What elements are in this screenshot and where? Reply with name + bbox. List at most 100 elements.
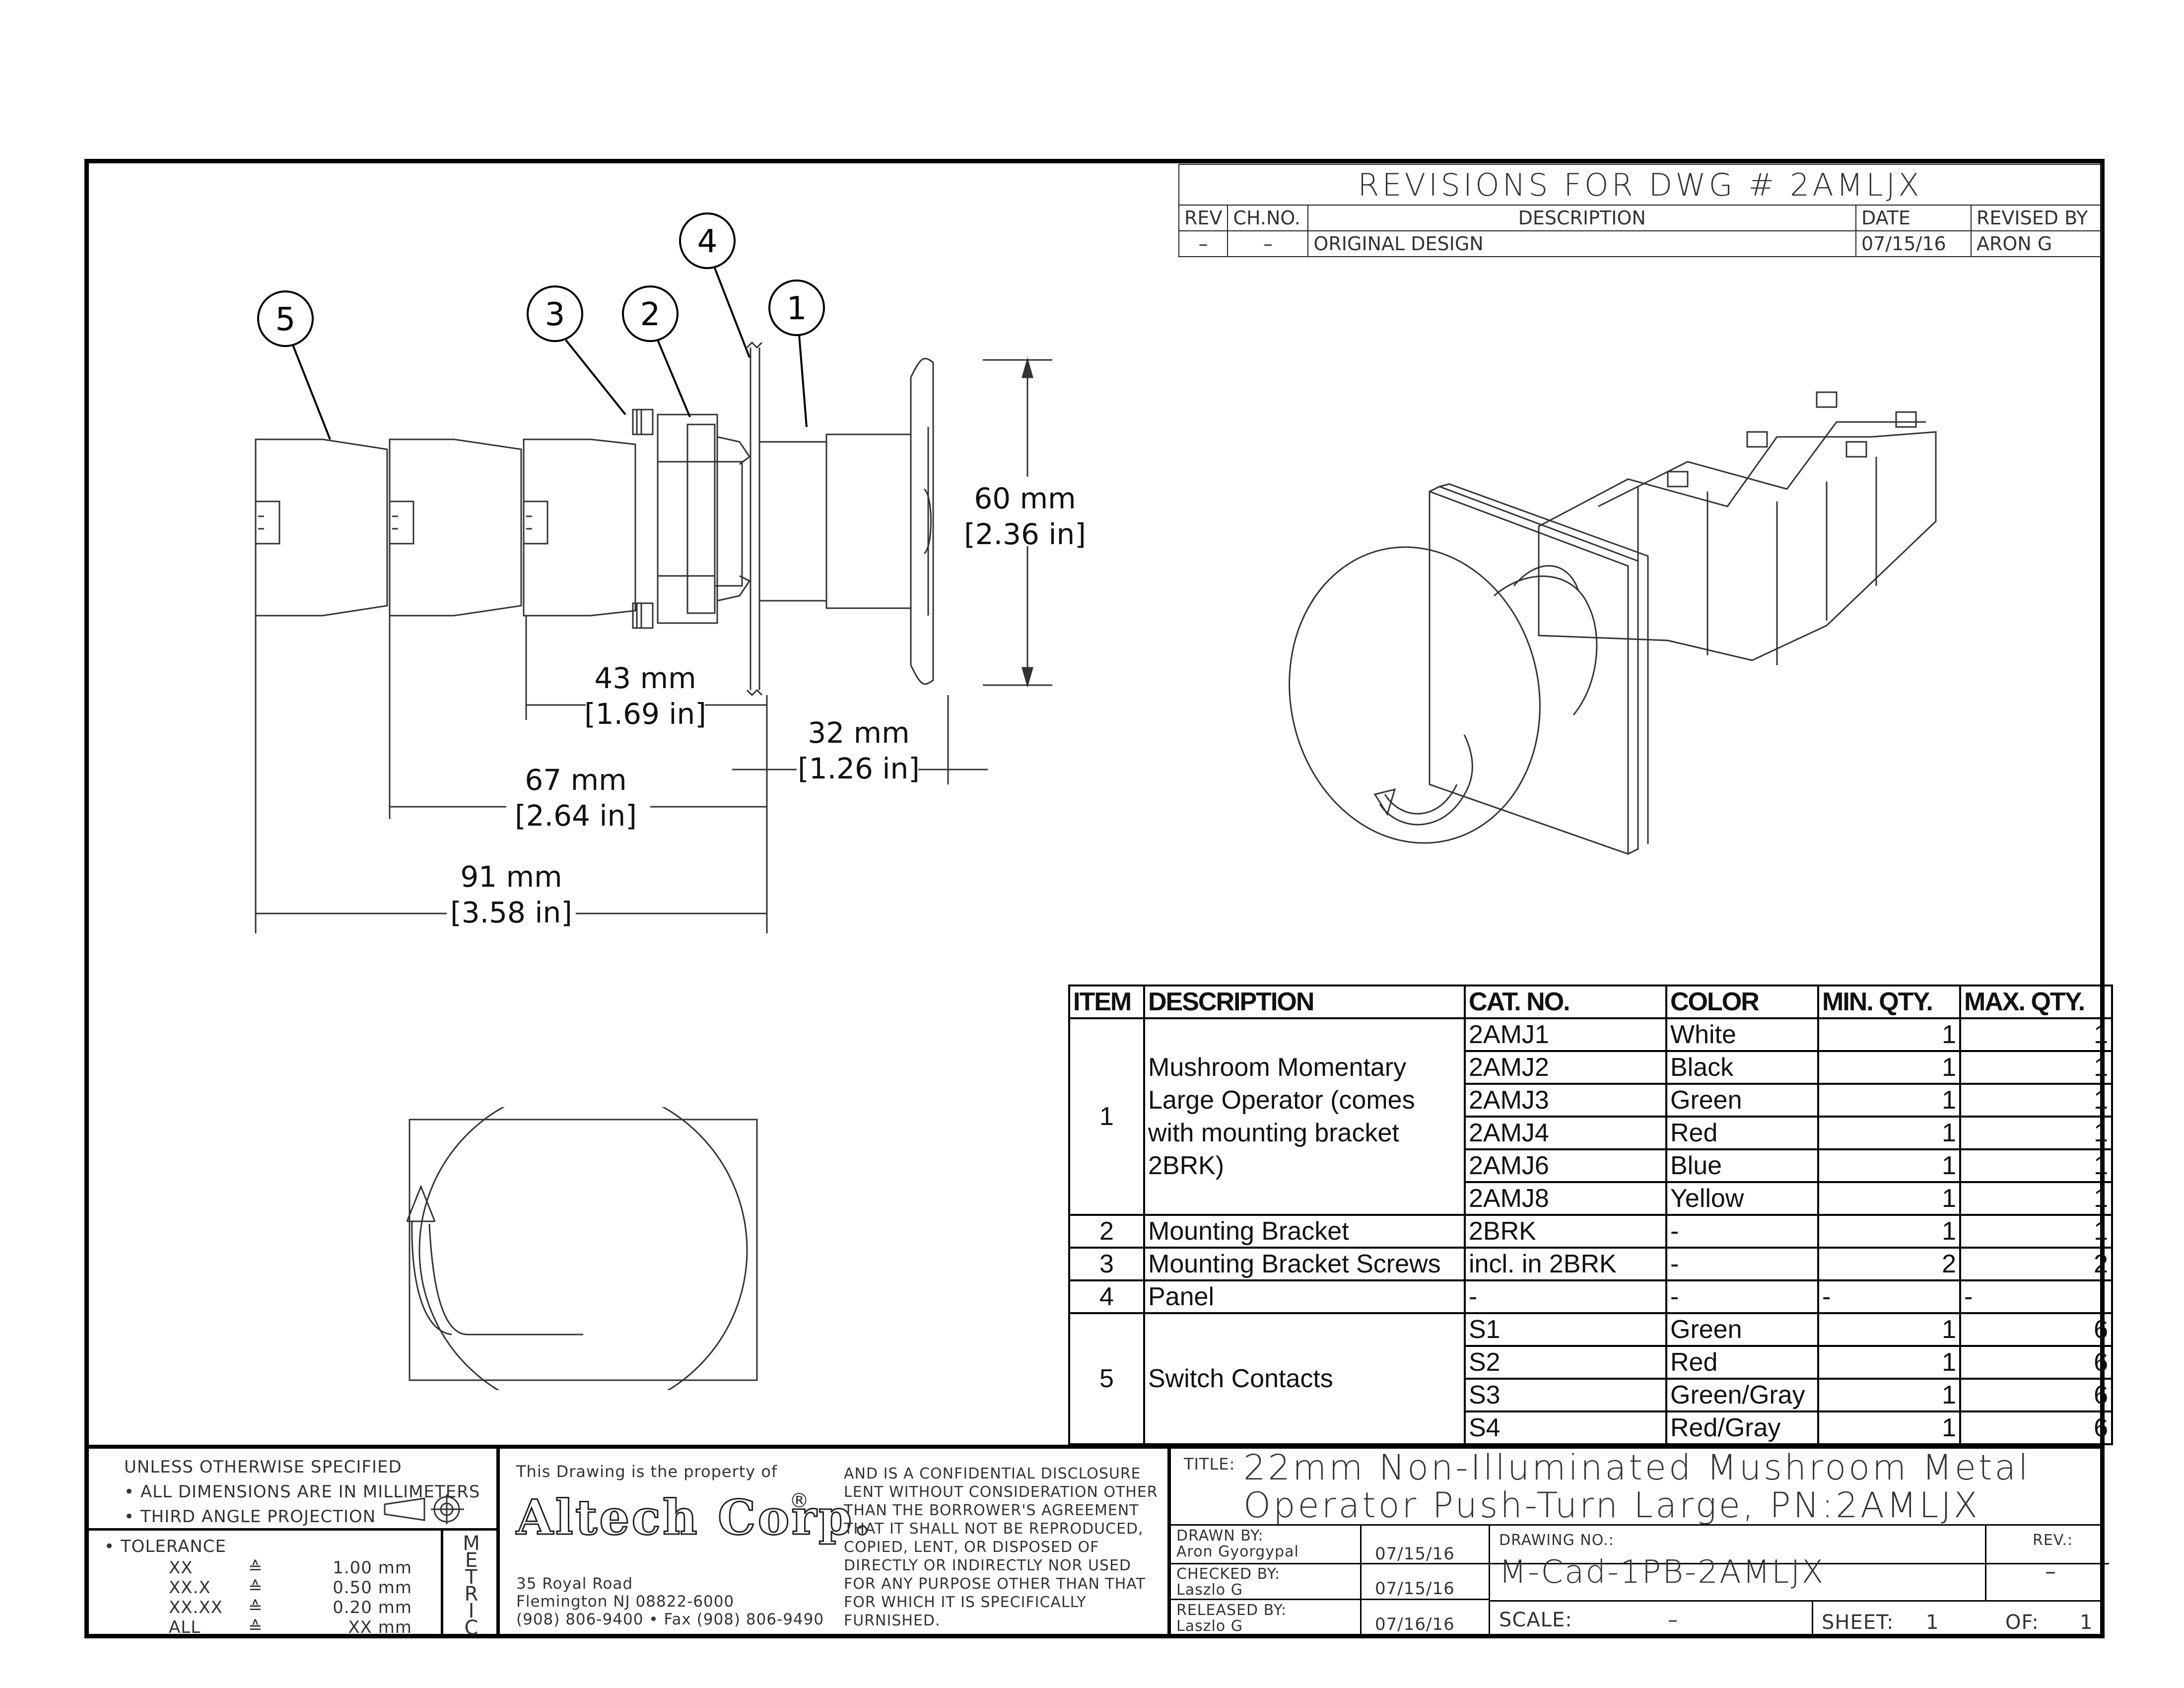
min-qty-cell: 1 <box>1817 1083 1961 1118</box>
rev-cell: – <box>1178 230 1228 257</box>
notice-line: FURNISHED. <box>844 1612 941 1629</box>
bom-item-1-desc-line: Mushroom Momentary <box>1148 1053 1407 1082</box>
color-cell: Red/Gray <box>1665 1410 1819 1445</box>
max-qty-cell: 1 <box>1959 1017 2113 1052</box>
tolerance-symbol: ≙ <box>248 1618 263 1637</box>
min-qty-cell: 1 <box>1817 1116 1961 1150</box>
chno-cell: – <box>1227 230 1309 257</box>
dim-43mm-imperial: [1.69 in] <box>584 697 706 731</box>
table-row: 3 Mounting Bracket Screws incl. in 2BRK … <box>1068 1247 2113 1281</box>
spec-notes: UNLESS OTHERWISE SPECIFIED • ALL DIMENSI… <box>124 1455 480 1529</box>
released-by-label: RELEASED BY: <box>1176 1602 1287 1619</box>
min-qty-cell: 1 <box>1817 1181 1961 1216</box>
drawn-date: 07/15/16 <box>1375 1544 1455 1564</box>
description-cell: ORIGINAL DESIGN <box>1307 230 1856 257</box>
metric-letter: T <box>465 1566 478 1589</box>
chno-header: CH.NO. <box>1227 205 1309 231</box>
title-block-divider <box>1489 1526 1490 1638</box>
dim-67mm-metric: 67 mm <box>525 763 627 797</box>
title-block-divider <box>1171 1563 2109 1564</box>
max-qty-cell: 1 <box>1959 1083 2113 1118</box>
notice-line: THAT IT SHALL NOT BE REPRODUCED, <box>844 1520 1144 1538</box>
max-qty-cell: 2 <box>1959 1247 2113 1281</box>
of-label: OF: <box>2005 1611 2039 1634</box>
sheet-value: 1 <box>1926 1611 1939 1634</box>
tolerance-precision: XX.XX <box>169 1598 223 1618</box>
spec-line: UNLESS OTHERWISE SPECIFIED <box>124 1457 402 1477</box>
contact-block-3 <box>523 438 636 617</box>
notice-line: DIRECTLY OR INDIRECTLY NOR USED <box>844 1557 1131 1574</box>
rev-header: REV <box>1178 205 1228 231</box>
bom-header-color: COLOR <box>1665 985 1819 1019</box>
tolerance-value: 0.50 mm <box>333 1578 412 1598</box>
table-row: 1 Mushroom Momentary Large Operator (com… <box>1068 1017 2113 1216</box>
title-block-divider <box>1171 1599 1489 1600</box>
table-row: 2AMJ4 Red 1 1 <box>1069 1116 2113 1150</box>
drawn-by-name: Aron Gyorgypal <box>1176 1543 1299 1560</box>
cat-no-cell: 2AMJ4 <box>1464 1116 1667 1150</box>
checked-by-label: CHECKED BY: <box>1176 1565 1281 1583</box>
front-view-drawing <box>406 1107 758 1390</box>
min-qty-cell: 1 <box>1817 1410 1961 1445</box>
notice-line: THAN THE BORROWER'S AGREEMENT <box>844 1502 1139 1519</box>
max-qty-cell: 6 <box>1959 1345 2113 1380</box>
bom-item-1: 1 <box>1068 1017 1145 1216</box>
dim-43mm: 43 mm [1.69 in] <box>581 660 710 732</box>
bom-item-1-desc-line: 2BRK) <box>1148 1151 1225 1180</box>
table-row: 2AMJ6 Blue 1 1 <box>1069 1148 2113 1183</box>
address-line: Flemington NJ 08822-6000 <box>516 1593 735 1611</box>
metric-letter: R <box>464 1583 479 1606</box>
max-qty-cell: 1 <box>1959 1181 2113 1216</box>
table-row: 5 Switch Contacts S1 Green 1 6 <box>1068 1312 2113 1445</box>
sheet-label: SHEET: <box>1822 1611 1894 1634</box>
bom-header-min-qty: MIN. QTY. <box>1817 985 1961 1019</box>
max-qty-cell: 1 <box>1959 1148 2113 1183</box>
metric-letter: I <box>468 1600 475 1622</box>
table-row: 2 Mounting Bracket 2BRK - 1 1 <box>1068 1214 2113 1249</box>
table-row: 2AMJ3 Green 1 1 <box>1069 1083 2113 1118</box>
tolerance-value: 1.00 mm <box>333 1558 412 1578</box>
dim-32mm-imperial: [1.26 in] <box>798 752 920 785</box>
color-cell: Yellow <box>1665 1181 1819 1216</box>
color-cell: - <box>1665 1247 1819 1281</box>
title-label: TITLE: <box>1184 1455 1235 1474</box>
title-block-divider <box>496 1449 500 1638</box>
cat-no-cell: 2AMJ1 <box>1464 1017 1667 1052</box>
bom-header-description: DESCRIPTION <box>1143 985 1466 1019</box>
dim-43mm-metric: 43 mm <box>594 661 696 695</box>
dim-91mm-metric: 91 mm <box>460 860 562 894</box>
cat-no-cell: S3 <box>1464 1378 1667 1412</box>
min-qty-cell: - <box>1817 1279 1961 1314</box>
max-qty-cell: - <box>1959 1279 2113 1314</box>
title-block-top-rule <box>84 1445 2105 1449</box>
bom-header-row: ITEM DESCRIPTION CAT. NO. COLOR MIN. QTY… <box>1068 985 2113 1019</box>
bom-header-cat-no: CAT. NO. <box>1464 985 1667 1019</box>
dim-91mm-imperial: [3.58 in] <box>450 896 572 929</box>
notice-line: FOR WHICH IT IS SPECIFICALLY <box>844 1594 1087 1611</box>
contact-block-2 <box>389 438 522 617</box>
max-qty-cell: 1 <box>1959 1214 2113 1249</box>
scale-value: – <box>1668 1609 1678 1631</box>
notice-line: LENT WITHOUT CONSIDERATION OTHER <box>844 1483 1158 1501</box>
cat-no-cell: S2 <box>1464 1345 1667 1380</box>
drawing-title-line: 22mm Non-Illuminated Mushroom Metal <box>1243 1447 2031 1488</box>
cat-no-cell: 2AMJ2 <box>1464 1050 1667 1085</box>
min-qty-cell: 1 <box>1817 1378 1961 1412</box>
bubble-3: 3 <box>545 296 565 333</box>
metric-label: M E T R I C <box>459 1534 484 1638</box>
table-row: 4 Panel - - - - <box>1068 1279 2113 1314</box>
metric-letter: E <box>465 1549 478 1572</box>
released-date: 07/16/16 <box>1375 1615 1455 1634</box>
revised-by-header: REVISED BY <box>1971 205 2102 231</box>
cat-no-cell: 2AMJ6 <box>1464 1148 1667 1183</box>
table-row: S3 Green/Gray 1 6 <box>1069 1378 2113 1412</box>
title-block-divider <box>1812 1600 1813 1638</box>
rev-label: REV.: <box>2033 1532 2073 1549</box>
dim-60mm-metric: 60 mm <box>974 482 1076 515</box>
confidential-notice: AND IS A CONFIDENTIAL DISCLOSURE LENT WI… <box>844 1465 1158 1630</box>
released-by-block: RELEASED BY: Laszlo G <box>1176 1603 1287 1634</box>
dim-32mm-metric: 32 mm <box>808 716 910 750</box>
scale-label: SCALE: <box>1499 1609 1572 1631</box>
cat-no-cell: 2BRK <box>1464 1214 1667 1249</box>
drawing-title-line: Operator Push-Turn Large, PN:2AMLJX <box>1243 1485 1980 1526</box>
